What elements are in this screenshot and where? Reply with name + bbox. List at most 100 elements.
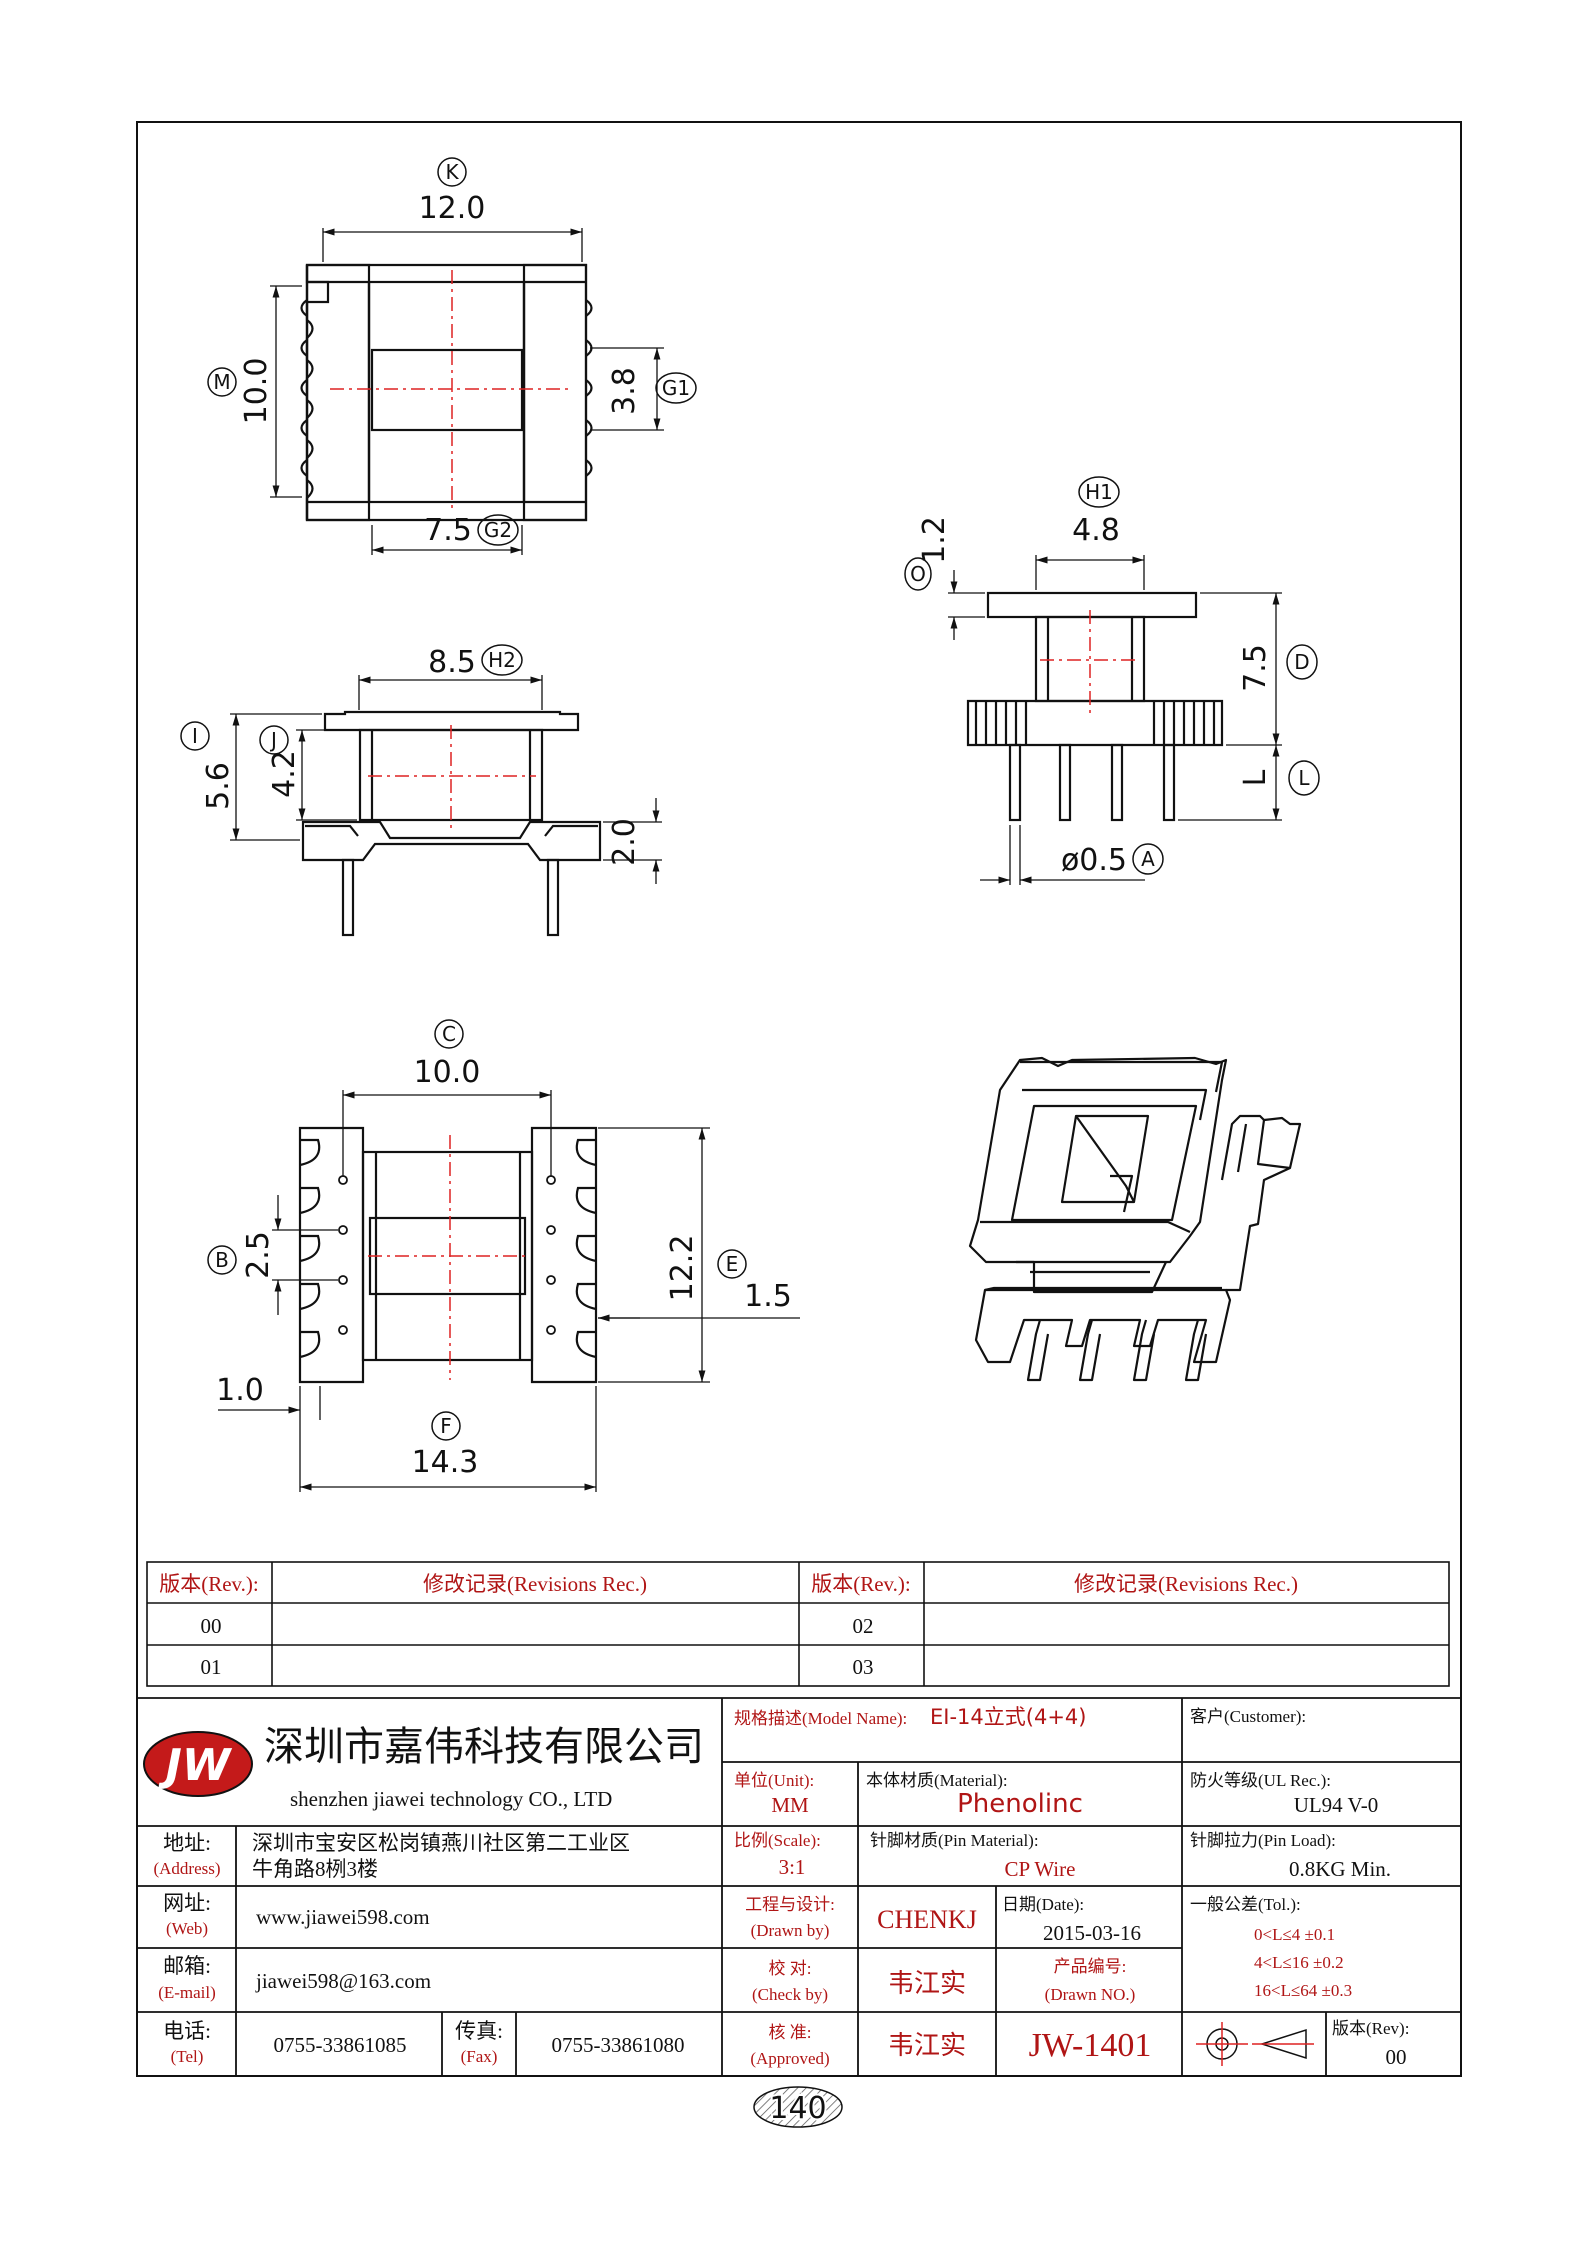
fax-label: 传真: bbox=[455, 2019, 503, 2043]
projection-symbol-icon bbox=[1196, 2022, 1314, 2066]
drawn-label: 工程与设计: bbox=[745, 1895, 835, 1914]
dim-e-tag: E bbox=[726, 1252, 739, 1276]
web-label: 网址: bbox=[163, 1891, 211, 1915]
tel-label-en: (Tel) bbox=[171, 2047, 204, 2066]
dim-c-value: 10.0 bbox=[414, 1055, 481, 1090]
dim-m-tag: M bbox=[213, 370, 230, 394]
logo-text: JW bbox=[158, 1740, 233, 1791]
fax-number: 0755-33861080 bbox=[552, 2033, 685, 2057]
tel-label: 电话: bbox=[163, 2019, 211, 2043]
dim-f-value: 14.3 bbox=[412, 1445, 479, 1480]
dim-l-tag: L bbox=[1298, 766, 1310, 790]
web-label-en: (Web) bbox=[166, 1919, 208, 1938]
drawn-label-en: (Drawn by) bbox=[751, 1921, 830, 1940]
dim-base-value: 2.0 bbox=[607, 818, 642, 866]
tel-number: 0755-33861085 bbox=[274, 2033, 407, 2057]
dim-i-value: 5.6 bbox=[201, 762, 236, 810]
dim-d-tag: D bbox=[1294, 650, 1309, 674]
page-number: 140 bbox=[769, 2091, 826, 2126]
rev-header-left: 版本(Rev.): bbox=[159, 1572, 259, 1596]
address-line-2: 牛角路8栵3楼 bbox=[252, 1857, 378, 1881]
drawing-number: JW-1401 bbox=[1029, 2027, 1152, 2064]
dim-o-value: 1.2 bbox=[917, 516, 952, 564]
dim-g1-tag: G1 bbox=[662, 376, 690, 400]
pin-material-label: 针脚材质(Pin Material): bbox=[870, 1831, 1039, 1850]
customer-label: 客户(Customer): bbox=[1190, 1707, 1306, 1726]
revision-table bbox=[146, 1561, 1450, 1687]
dim-k-value: 12.0 bbox=[419, 191, 486, 226]
pin-load-label: 针脚拉力(Pin Load): bbox=[1190, 1831, 1336, 1850]
dim-12-value: 12.2 bbox=[665, 1235, 700, 1302]
dim-g1-value: 3.8 bbox=[607, 367, 642, 415]
dim-j-value: 4.2 bbox=[267, 750, 302, 798]
email-label: 邮箱: bbox=[163, 1954, 211, 1978]
dim-g2-tag: G2 bbox=[484, 518, 512, 542]
dim-k-tag: K bbox=[445, 160, 459, 184]
dim-a-tag: A bbox=[1141, 847, 1155, 871]
date-label: 日期(Date): bbox=[1002, 1895, 1084, 1914]
dim-e-value: 1.5 bbox=[744, 1279, 792, 1314]
dim-a-value: ø0.5 bbox=[1061, 843, 1127, 878]
rev-cell-02: 02 bbox=[853, 1614, 874, 1638]
material-value: Phenolinc bbox=[957, 1789, 1083, 1819]
tol-range-3: 16<L≤64 ±0.3 bbox=[1254, 1981, 1352, 2000]
dim-f-tag: F bbox=[440, 1414, 452, 1438]
check-label-en: (Check by) bbox=[752, 1985, 828, 2004]
jw-logo: JW bbox=[143, 1731, 253, 1797]
side-view-dimensions bbox=[948, 555, 1282, 885]
dim-j-tag: J bbox=[269, 728, 277, 752]
bottom-view-dimensions bbox=[218, 1090, 800, 1492]
tol-range-1: 0<L≤4 ±0.1 bbox=[1254, 1925, 1335, 1944]
dim-c-tag: C bbox=[442, 1022, 456, 1046]
isometric-view bbox=[968, 1056, 1302, 1382]
checked-by: 韦江实 bbox=[888, 1969, 966, 1998]
address-line-1: 深圳市宝安区松岗镇燕川社区第二工业区 bbox=[252, 1831, 630, 1855]
model-label: 规格描述(Model Name): bbox=[734, 1709, 907, 1728]
ul-label: 防火等级(UL Rec.): bbox=[1190, 1771, 1331, 1790]
pin-material-value: CP Wire bbox=[1005, 1857, 1076, 1881]
dim-i-tag: I bbox=[192, 724, 198, 748]
rev-label: 版本(Rev): bbox=[1332, 2019, 1409, 2038]
rev-cell-00: 00 bbox=[201, 1614, 222, 1638]
rev-header-right: 版本(Rev.): bbox=[811, 1572, 911, 1596]
dim-h1-value: 4.8 bbox=[1072, 513, 1120, 548]
side-view bbox=[966, 591, 1224, 822]
top-view-dimensions bbox=[270, 228, 664, 555]
model-name: EI-14立式(4+4) bbox=[930, 1705, 1086, 1729]
dim-b-tag: B bbox=[215, 1248, 229, 1272]
page-number-badge: 140 bbox=[753, 2086, 843, 2128]
tol-range-2: 4<L≤16 ±0.2 bbox=[1254, 1953, 1344, 1972]
scale-label: 比例(Scale): bbox=[734, 1831, 821, 1850]
fax-label-en: (Fax) bbox=[461, 2047, 498, 2066]
company-name-en: shenzhen jiawei technology CO., LTD bbox=[290, 1787, 612, 1811]
address-label: 地址: bbox=[163, 1831, 211, 1855]
top-view bbox=[300, 263, 593, 522]
unit-label: 单位(Unit): bbox=[734, 1771, 814, 1790]
material-label: 本体材质(Material): bbox=[866, 1771, 1008, 1790]
title-block-grid bbox=[137, 1697, 1461, 2076]
approved-by: 韦江实 bbox=[888, 2031, 966, 2060]
dim-b-value: 2.5 bbox=[241, 1231, 276, 1279]
drawn-by: CHENKJ bbox=[877, 1905, 977, 1934]
drawing-frame bbox=[136, 121, 1462, 2077]
tol-label: 一般公差(Tol.): bbox=[1190, 1895, 1301, 1914]
drawn-no-label: 产品编号: bbox=[1054, 1957, 1127, 1976]
email-label-en: (E-mail) bbox=[158, 1983, 216, 2002]
rev-cell-03: 03 bbox=[853, 1655, 874, 1679]
ul-value: UL94 V-0 bbox=[1294, 1793, 1379, 1817]
check-label: 校 对: bbox=[769, 1959, 812, 1978]
rev-value: 00 bbox=[1386, 2045, 1407, 2069]
drawn-no-label-en: (Drawn NO.) bbox=[1045, 1985, 1136, 2004]
rec-header-left: 修改记录(Revisions Rec.) bbox=[423, 1572, 647, 1596]
dim-l-value: L bbox=[1238, 769, 1273, 786]
company-name-cn: 深圳市嘉伟科技有限公司 bbox=[264, 1724, 704, 1770]
email-address: jiawei598@163.com bbox=[255, 1969, 431, 1993]
web-address: www.jiawei598.com bbox=[256, 1905, 430, 1929]
dim-m-value: 10.0 bbox=[239, 358, 274, 425]
front-view-dimensions bbox=[230, 675, 662, 884]
unit-value: MM bbox=[771, 1793, 809, 1817]
address-label-en: (Address) bbox=[153, 1859, 220, 1878]
dim-h1-tag: H1 bbox=[1085, 480, 1113, 504]
rev-cell-01: 01 bbox=[201, 1655, 222, 1679]
